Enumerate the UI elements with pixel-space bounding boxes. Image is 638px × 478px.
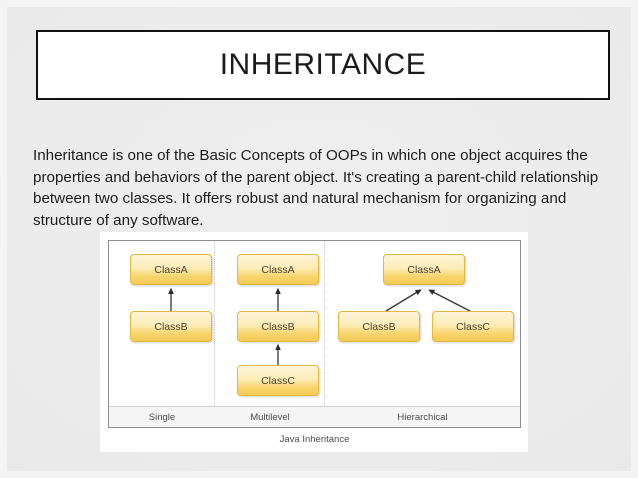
inheritance-arrows (168, 287, 471, 365)
title-box: INHERITANCE (36, 30, 610, 100)
node-hierarchical-classb[interactable]: ClassB (338, 311, 420, 342)
segment-label-single: Single (109, 407, 215, 423)
node-single-classa[interactable]: ClassA (130, 254, 212, 285)
segment-label-multilevel: Multilevel (215, 407, 325, 423)
node-single-classb[interactable]: ClassB (130, 311, 212, 342)
diagram-footer-bar: Single Multilevel Hierarchical (109, 406, 520, 427)
figure-caption: Java Inheritance (279, 434, 350, 445)
segment-label-hierarchical-text: Hierarchical (397, 412, 448, 423)
page-title: INHERITANCE (219, 48, 427, 81)
diagram-panel: ClassA ClassB ClassA ClassB ClassC Class… (108, 240, 521, 428)
column-divider-2 (324, 241, 325, 406)
node-hierarchical-classc[interactable]: ClassC (432, 311, 514, 342)
body-paragraph: Inheritance is one of the Basic Concepts… (33, 147, 599, 229)
node-multilevel-classb[interactable]: ClassB (237, 311, 319, 342)
node-multilevel-classc[interactable]: ClassC (237, 365, 319, 396)
segment-label-hierarchical: Hierarchical (325, 407, 520, 423)
column-divider-1 (214, 241, 215, 406)
segment-label-single-text: Single (148, 412, 176, 423)
figure-container: ClassA ClassB ClassA ClassB ClassC Class… (100, 232, 528, 452)
segment-label-multilevel-text: Multilevel (250, 412, 290, 423)
node-multilevel-classa[interactable]: ClassA (237, 254, 319, 285)
node-hierarchical-classa[interactable]: ClassA (383, 254, 465, 285)
